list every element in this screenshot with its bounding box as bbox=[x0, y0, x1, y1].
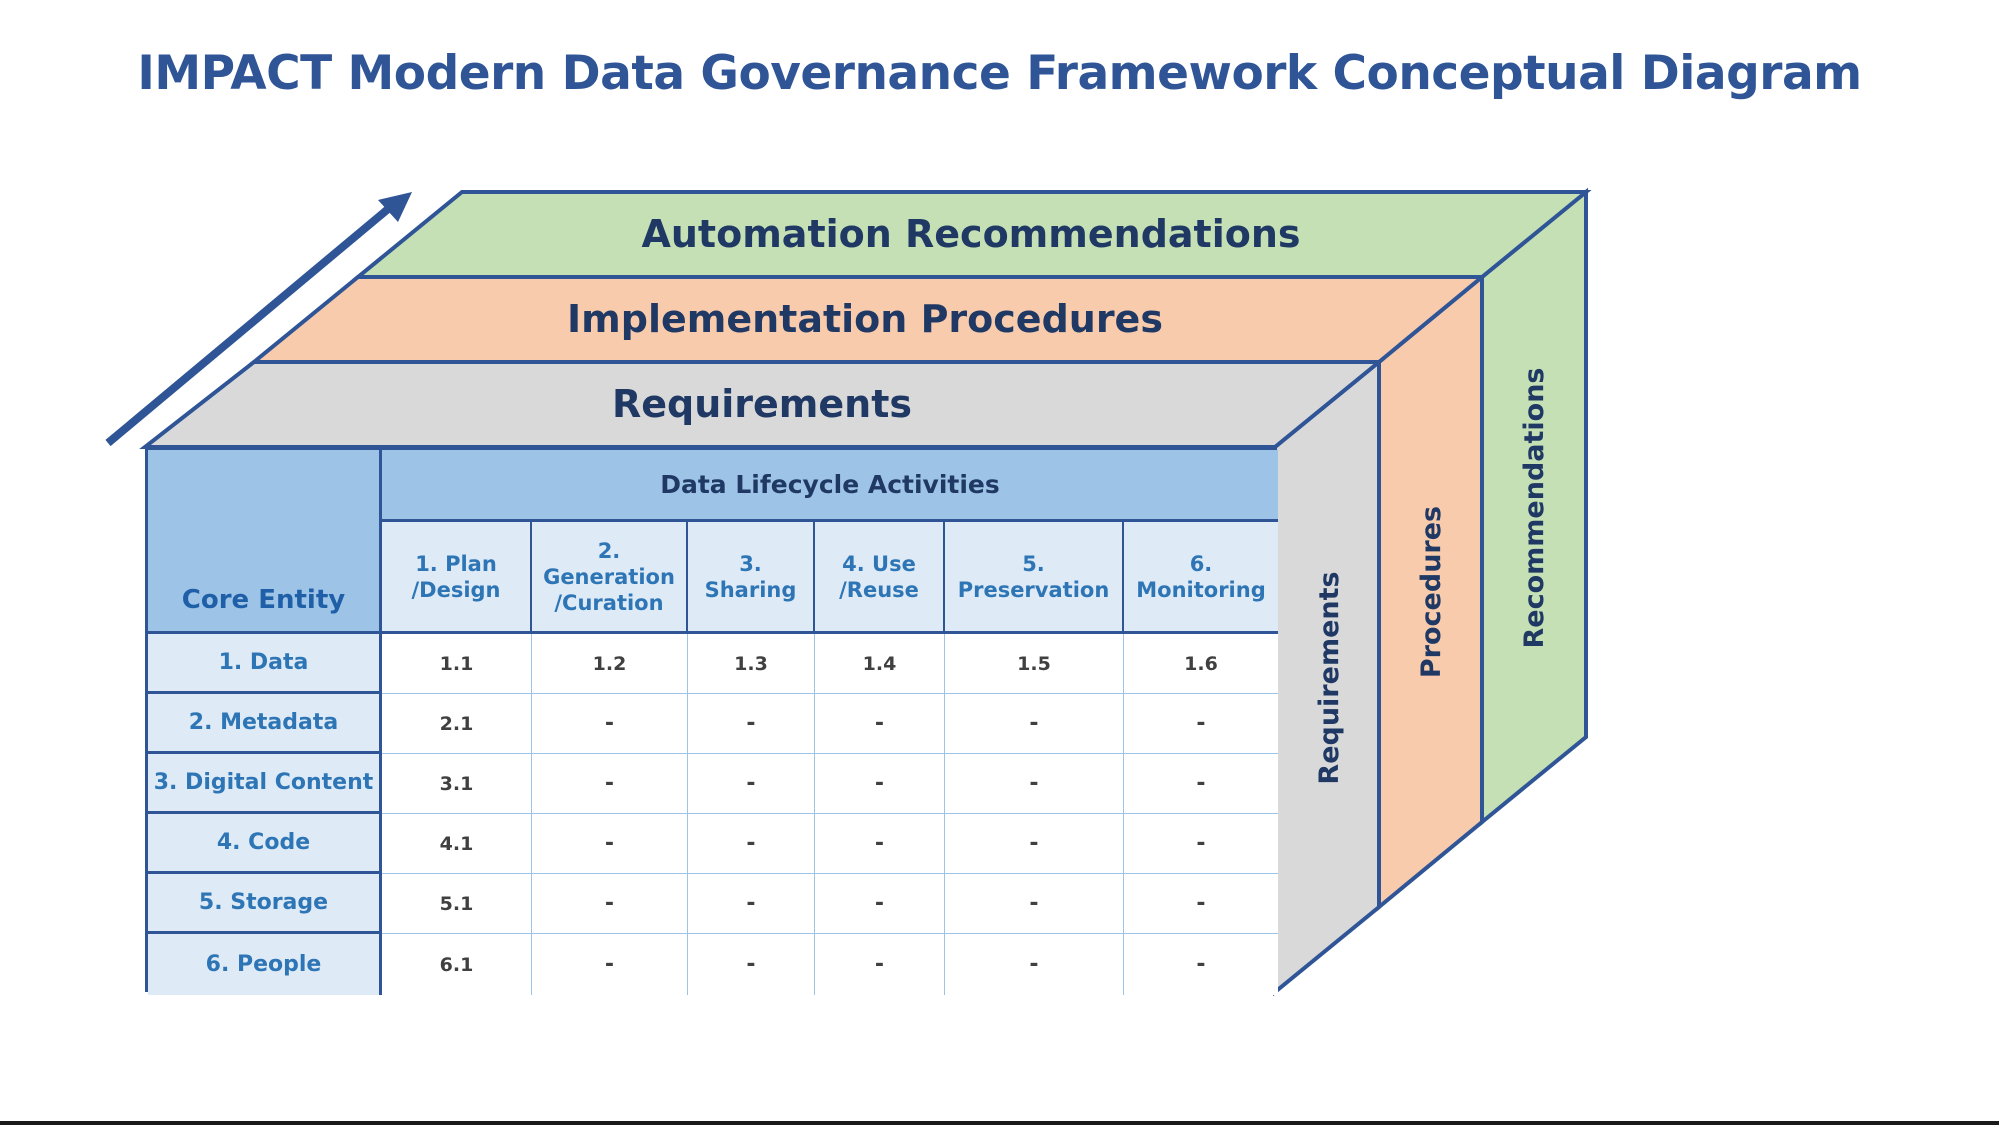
matrix-cell: - bbox=[815, 814, 945, 874]
matrix-cell: - bbox=[945, 934, 1124, 995]
layer-label-requirements: Requirements bbox=[612, 382, 912, 426]
entity-row-header: 1. Data bbox=[148, 634, 382, 694]
matrix-cell: - bbox=[1124, 694, 1278, 754]
matrix-cell: 1.3 bbox=[688, 634, 815, 694]
matrix-cell: - bbox=[815, 754, 945, 814]
activity-header: 1. Plan /Design bbox=[382, 522, 532, 634]
matrix-cell: - bbox=[815, 934, 945, 995]
entity-row-header: 6. People bbox=[148, 934, 382, 995]
activity-header: 2. Generation /Curation bbox=[532, 522, 688, 634]
matrix-cell: - bbox=[945, 874, 1124, 934]
bottom-divider bbox=[0, 1121, 1999, 1125]
matrix-cell: 1.4 bbox=[815, 634, 945, 694]
entity-row-header: 4. Code bbox=[148, 814, 382, 874]
matrix-cell: 4.1 bbox=[382, 814, 532, 874]
matrix-cell: 6.1 bbox=[382, 934, 532, 995]
depth-arrow-line bbox=[105, 200, 397, 447]
matrix-cell: - bbox=[945, 694, 1124, 754]
matrix-cell: - bbox=[1124, 754, 1278, 814]
matrix-cell: 3.1 bbox=[382, 754, 532, 814]
matrix-cell: - bbox=[815, 874, 945, 934]
matrix-cell: 1.6 bbox=[1124, 634, 1278, 694]
matrix-cell: 1.1 bbox=[382, 634, 532, 694]
matrix-cell: - bbox=[688, 934, 815, 995]
depth-arrow-head bbox=[378, 192, 412, 222]
matrix-cell: - bbox=[945, 754, 1124, 814]
matrix-cell: - bbox=[688, 694, 815, 754]
matrix-cell: - bbox=[1124, 814, 1278, 874]
matrix-cell: - bbox=[1124, 934, 1278, 995]
entity-row-header: 3. Digital Content bbox=[148, 754, 382, 814]
matrix-cell: 5.1 bbox=[382, 874, 532, 934]
activity-header: 6. Monitoring bbox=[1124, 522, 1278, 634]
matrix-cell: - bbox=[688, 874, 815, 934]
entity-row-header: 5. Storage bbox=[148, 874, 382, 934]
matrix-cell: - bbox=[532, 874, 688, 934]
matrix-cell: - bbox=[815, 694, 945, 754]
matrix-cell: - bbox=[532, 694, 688, 754]
side-label-procedures: Procedures bbox=[1416, 506, 1447, 678]
side-label-requirements: Requirements bbox=[1314, 571, 1345, 784]
entity-row-header: 2. Metadata bbox=[148, 694, 382, 754]
activity-header: 3. Sharing bbox=[688, 522, 815, 634]
activity-header: 4. Use /Reuse bbox=[815, 522, 945, 634]
side-label-recommendations: Recommendations bbox=[1519, 367, 1550, 648]
layer-label-automation: Automation Recommendations bbox=[641, 212, 1300, 256]
matrix-cell: - bbox=[688, 754, 815, 814]
matrix-cell: - bbox=[1124, 874, 1278, 934]
page-title: IMPACT Modern Data Governance Framework … bbox=[137, 46, 1862, 101]
matrix-cell: 1.2 bbox=[532, 634, 688, 694]
top-face-requirements bbox=[139, 360, 1385, 449]
core-entity-header: Core Entity bbox=[148, 450, 382, 634]
matrix-cell: - bbox=[688, 814, 815, 874]
matrix-cell: - bbox=[532, 934, 688, 995]
matrix-cell: 2.1 bbox=[382, 694, 532, 754]
activity-header: 5. Preservation bbox=[945, 522, 1124, 634]
matrix-cell: - bbox=[532, 814, 688, 874]
matrix-cell: - bbox=[532, 754, 688, 814]
matrix-cell: 1.5 bbox=[945, 634, 1124, 694]
matrix-cell: - bbox=[945, 814, 1124, 874]
lifecycle-activities-header: Data Lifecycle Activities bbox=[382, 450, 1278, 522]
layer-label-implementation: Implementation Procedures bbox=[567, 297, 1163, 341]
